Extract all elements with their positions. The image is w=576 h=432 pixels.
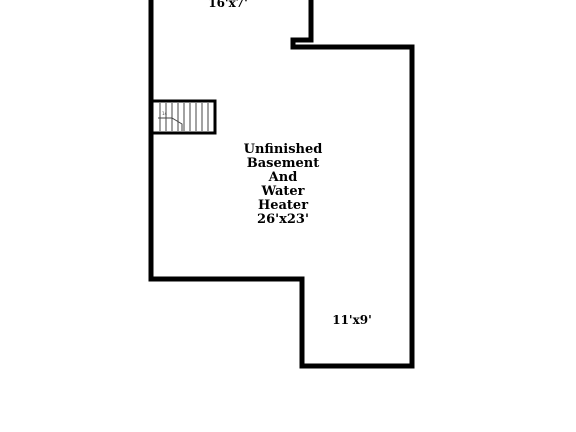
- stair-direction-arrow: [158, 117, 183, 131]
- main-room-name-line: Water: [260, 184, 304, 199]
- bottom-right-room-dimensions: 11'x9': [332, 313, 372, 327]
- stairs: 14: [158, 103, 209, 131]
- main-room-dimensions: 26'x23': [257, 212, 309, 227]
- stair-step-count: 14: [162, 111, 168, 116]
- main-room-name-line: Unfinished: [244, 142, 323, 157]
- top-room-dimensions: 16'x7': [208, 0, 248, 10]
- outer-walls: [148, 0, 415, 369]
- main-room-name-line: And: [268, 170, 298, 185]
- main-room-name-line: Basement: [247, 156, 319, 171]
- main-room-label: Unfinished Basement And Water Heater 26'…: [244, 142, 323, 227]
- main-room-name-line: Heater: [258, 198, 308, 213]
